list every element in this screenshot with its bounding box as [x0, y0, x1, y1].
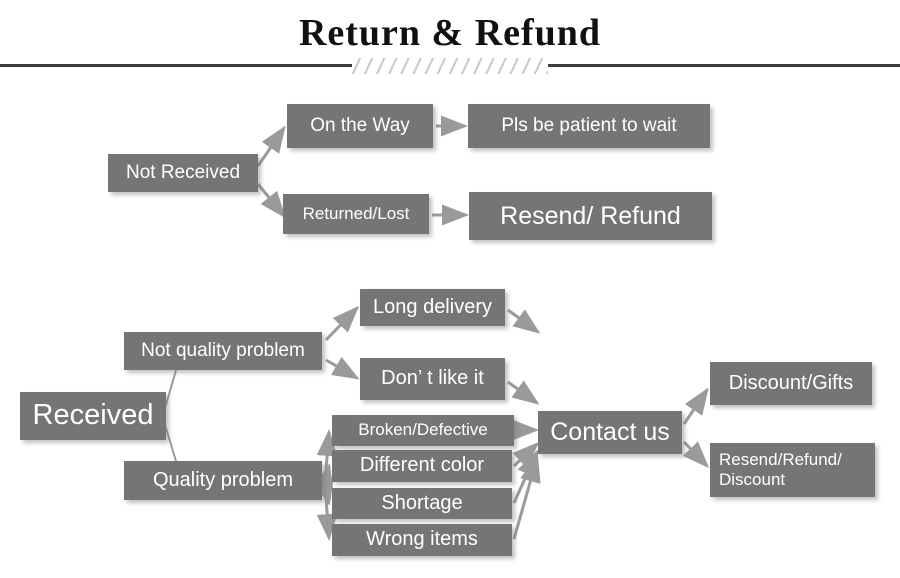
node-pls-be-patient-to-wait[interactable]: Pls be patient to wait: [468, 104, 710, 148]
diagonal-hatch-divider-icon: [352, 58, 548, 74]
arrow-differentcolor-contactus: [512, 441, 540, 469]
node-dont-like-it[interactable]: Don’ t like it: [360, 358, 505, 400]
node-on-the-way[interactable]: On the Way: [287, 104, 433, 148]
node-returned-lost[interactable]: Returned/Lost: [283, 194, 429, 234]
node-different-color[interactable]: Different color: [332, 450, 512, 482]
arrow-notreceived-ontheway: [256, 125, 286, 167]
node-long-delivery[interactable]: Long delivery: [360, 289, 505, 326]
node-received[interactable]: Received: [20, 392, 166, 440]
arrow-contactus-discountgifts: [682, 387, 709, 425]
node-quality-problem[interactable]: Quality problem: [124, 461, 322, 500]
arrow-shortage-contactus: [512, 449, 539, 504]
header-divider: [0, 58, 900, 74]
link-received-notquality: [165, 369, 177, 406]
arrow-wrongitems-contactus: [512, 455, 541, 540]
arrow-quality-differentcolor: [312, 463, 334, 492]
node-wrong-items[interactable]: Wrong items: [332, 524, 512, 556]
node-discount-gifts[interactable]: Discount/Gifts: [710, 362, 872, 405]
arrow-notreceived-returnedlost: [256, 183, 286, 219]
arrow-notquality-dontlikeit: [325, 356, 360, 380]
arrow-quality-wrongitems: [316, 497, 338, 541]
arrow-dontlikeit-contactus: [507, 380, 540, 405]
arrow-notquality-longdelivery: [324, 305, 360, 342]
arrow-contactus-resendrefunddiscount: [682, 440, 710, 469]
node-contact-us[interactable]: Contact us: [538, 411, 682, 454]
node-not-quality-problem[interactable]: Not quality problem: [124, 332, 322, 370]
node-resend-refund[interactable]: Resend/ Refund: [469, 192, 712, 240]
link-received-quality: [165, 427, 177, 462]
node-resend-refund-discount[interactable]: Resend/Refund/ Discount: [710, 443, 875, 497]
arrow-quality-broken: [316, 429, 338, 471]
node-shortage[interactable]: Shortage: [332, 488, 512, 519]
node-not-received[interactable]: Not Received: [108, 154, 258, 192]
arrow-quality-shortage: [313, 477, 334, 506]
node-broken-defective[interactable]: Broken/Defective: [332, 415, 514, 446]
page-title: Return & Refund: [298, 12, 602, 54]
arrow-longdelivery-contactus: [507, 308, 541, 334]
divider-line-left: [0, 64, 352, 67]
divider-line-right: [548, 64, 900, 67]
